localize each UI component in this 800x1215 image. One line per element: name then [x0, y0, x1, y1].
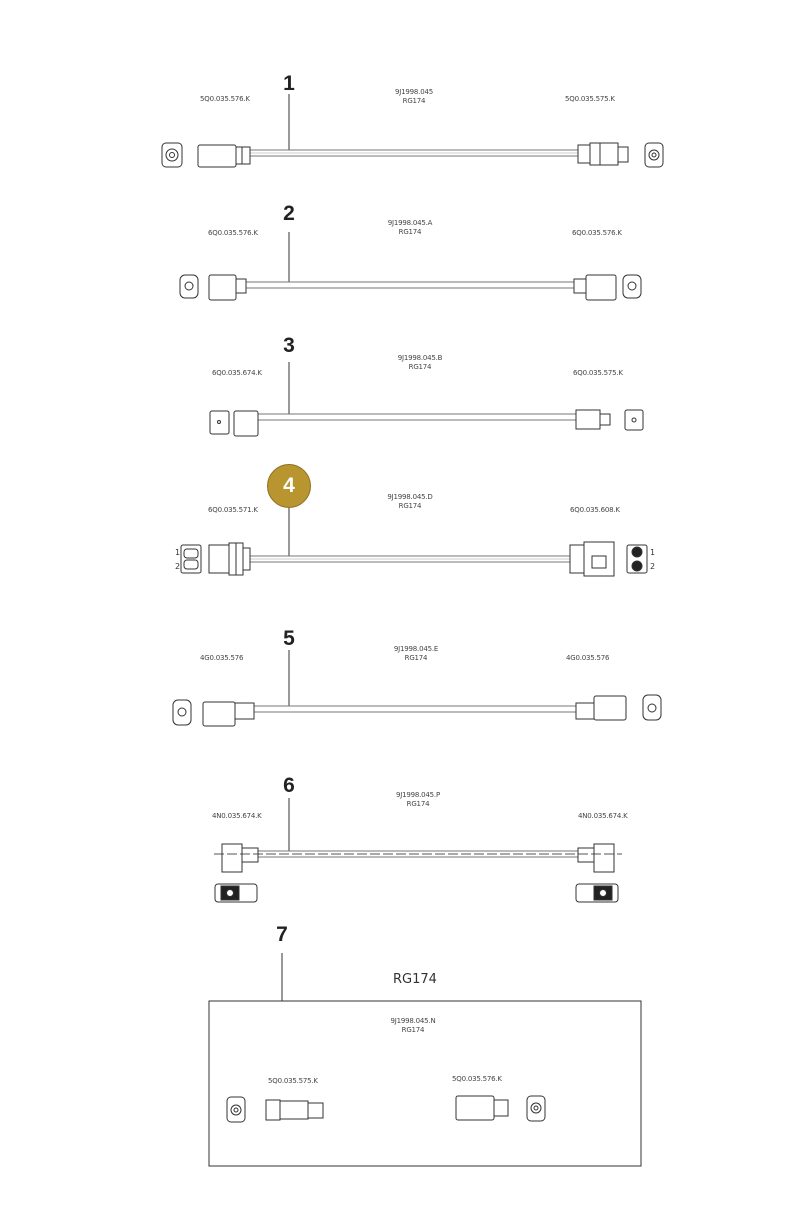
part-number-right-6: 4N0.035.674.K: [578, 812, 628, 820]
cable-type-1: RG174: [402, 97, 426, 105]
connector-left-2: [208, 274, 247, 301]
end-view-right-2: [622, 274, 642, 299]
item-number-3[interactable]: 3: [283, 334, 295, 357]
end-view-right-7: [526, 1095, 546, 1122]
part-number-left-2: 6Q0.035.576.K: [208, 229, 258, 237]
end-view-left-5: [172, 699, 192, 726]
item-number-7[interactable]: 7: [276, 923, 288, 946]
connector-left-6: [221, 843, 259, 873]
part-number-left-6: 4N0.035.674.K: [212, 812, 262, 820]
pin-label-left-2: 2: [175, 562, 181, 571]
connector-left-3: [233, 410, 259, 437]
cable-part-number-7: 9J1998.045.N: [390, 1017, 436, 1025]
cable-type-7: RG174: [401, 1026, 425, 1034]
cable-type-6: RG174: [406, 800, 430, 808]
end-view-left-4: [180, 544, 202, 574]
end-view-left-7: [226, 1096, 246, 1123]
cable-part-number-6: 9J1998.045.P: [396, 791, 440, 799]
part-number-left-1: 5Q0.035.576.K: [200, 95, 250, 103]
connector-left-1: [197, 144, 251, 168]
part-number-center-6: 9J1998.045.P RG174: [396, 791, 440, 809]
cable-part-number-4: 9J1998.045.D: [387, 493, 433, 501]
part-number-center-1: 9J1998.045 RG174: [395, 88, 433, 106]
part-number-center-5: 9J1998.045.E RG174: [394, 645, 438, 663]
part-number-center-7: 9J1998.045.N RG174: [391, 1017, 436, 1035]
part-number-center-4: 9J1998.045.D RG174: [387, 493, 432, 511]
cable-type-2: RG174: [398, 228, 422, 236]
connector-right-4: [569, 541, 615, 577]
cable-5: [254, 705, 576, 713]
part-number-left-4: 6Q0.035.571.K: [208, 506, 258, 514]
end-view-left-6: [214, 883, 258, 903]
connector-left-4: [208, 542, 251, 576]
item-number-2[interactable]: 2: [283, 202, 295, 225]
part-number-right-4: 6Q0.035.608.K: [570, 506, 620, 514]
end-view-left-2: [179, 274, 199, 299]
pin-label-right-1: 1: [650, 548, 656, 557]
cable-type-3: RG174: [408, 363, 432, 371]
cable-4: [250, 555, 570, 563]
cable-part-number-2: 9J1998.045.A: [387, 219, 433, 227]
part-number-left-5: 4G0.035.576: [200, 654, 244, 662]
part-number-left-3: 6Q0.035.674.K: [212, 369, 262, 377]
part-number-right-3: 6Q0.035.575.K: [573, 369, 623, 377]
cable-3: [258, 413, 576, 421]
connector-right-1: [577, 142, 629, 166]
end-view-left-1: [161, 142, 183, 168]
part-number-center-3: 9J1998.045.B RG174: [398, 354, 443, 372]
cable-1: [250, 149, 578, 157]
end-view-right-3: [624, 409, 644, 431]
part-number-left-7: 5Q0.035.575.K: [268, 1077, 318, 1085]
connector-right-2: [573, 274, 617, 301]
part-number-center-2: 9J1998.045.A RG174: [388, 219, 433, 237]
pin-label-right-2: 2: [650, 562, 656, 571]
part-number-right-7: 5Q0.035.576.K: [452, 1075, 502, 1083]
kit-cable-type: RG174: [393, 972, 437, 987]
part-number-right-1: 5Q0.035.575.K: [565, 95, 615, 103]
end-view-right-5: [642, 694, 662, 721]
item-number-5[interactable]: 5: [283, 627, 295, 650]
part-number-right-2: 6Q0.035.576.K: [572, 229, 622, 237]
end-view-right-4: [626, 544, 648, 574]
cable-part-number-1: 9J1998.045: [395, 88, 433, 96]
part-number-right-5: 4G0.035.576: [566, 654, 610, 662]
end-view-right-1: [644, 142, 664, 168]
connector-left-7: [265, 1099, 324, 1121]
cable-part-number-5: 9J1998.045.E: [393, 645, 439, 653]
item-number-4-highlighted[interactable]: 4: [267, 464, 311, 508]
item-number-1[interactable]: 1: [283, 72, 295, 95]
connector-right-3: [575, 409, 611, 430]
item-number-6[interactable]: 6: [283, 774, 295, 797]
connector-right-7: [455, 1095, 509, 1121]
cable-6: [214, 850, 622, 858]
connector-right-5: [575, 695, 627, 721]
cable-type-5: RG174: [404, 654, 428, 662]
kit-box: [208, 1000, 642, 1167]
cable-part-number-3: 9J1998.045.B: [397, 354, 443, 362]
end-view-right-6: [575, 883, 619, 903]
cable-2: [246, 281, 574, 289]
end-view-left-3: [209, 410, 230, 435]
pin-label-left-1: 1: [175, 548, 181, 557]
connector-left-5: [202, 701, 255, 727]
cable-type-4: RG174: [398, 502, 422, 510]
connector-right-6: [577, 843, 615, 873]
